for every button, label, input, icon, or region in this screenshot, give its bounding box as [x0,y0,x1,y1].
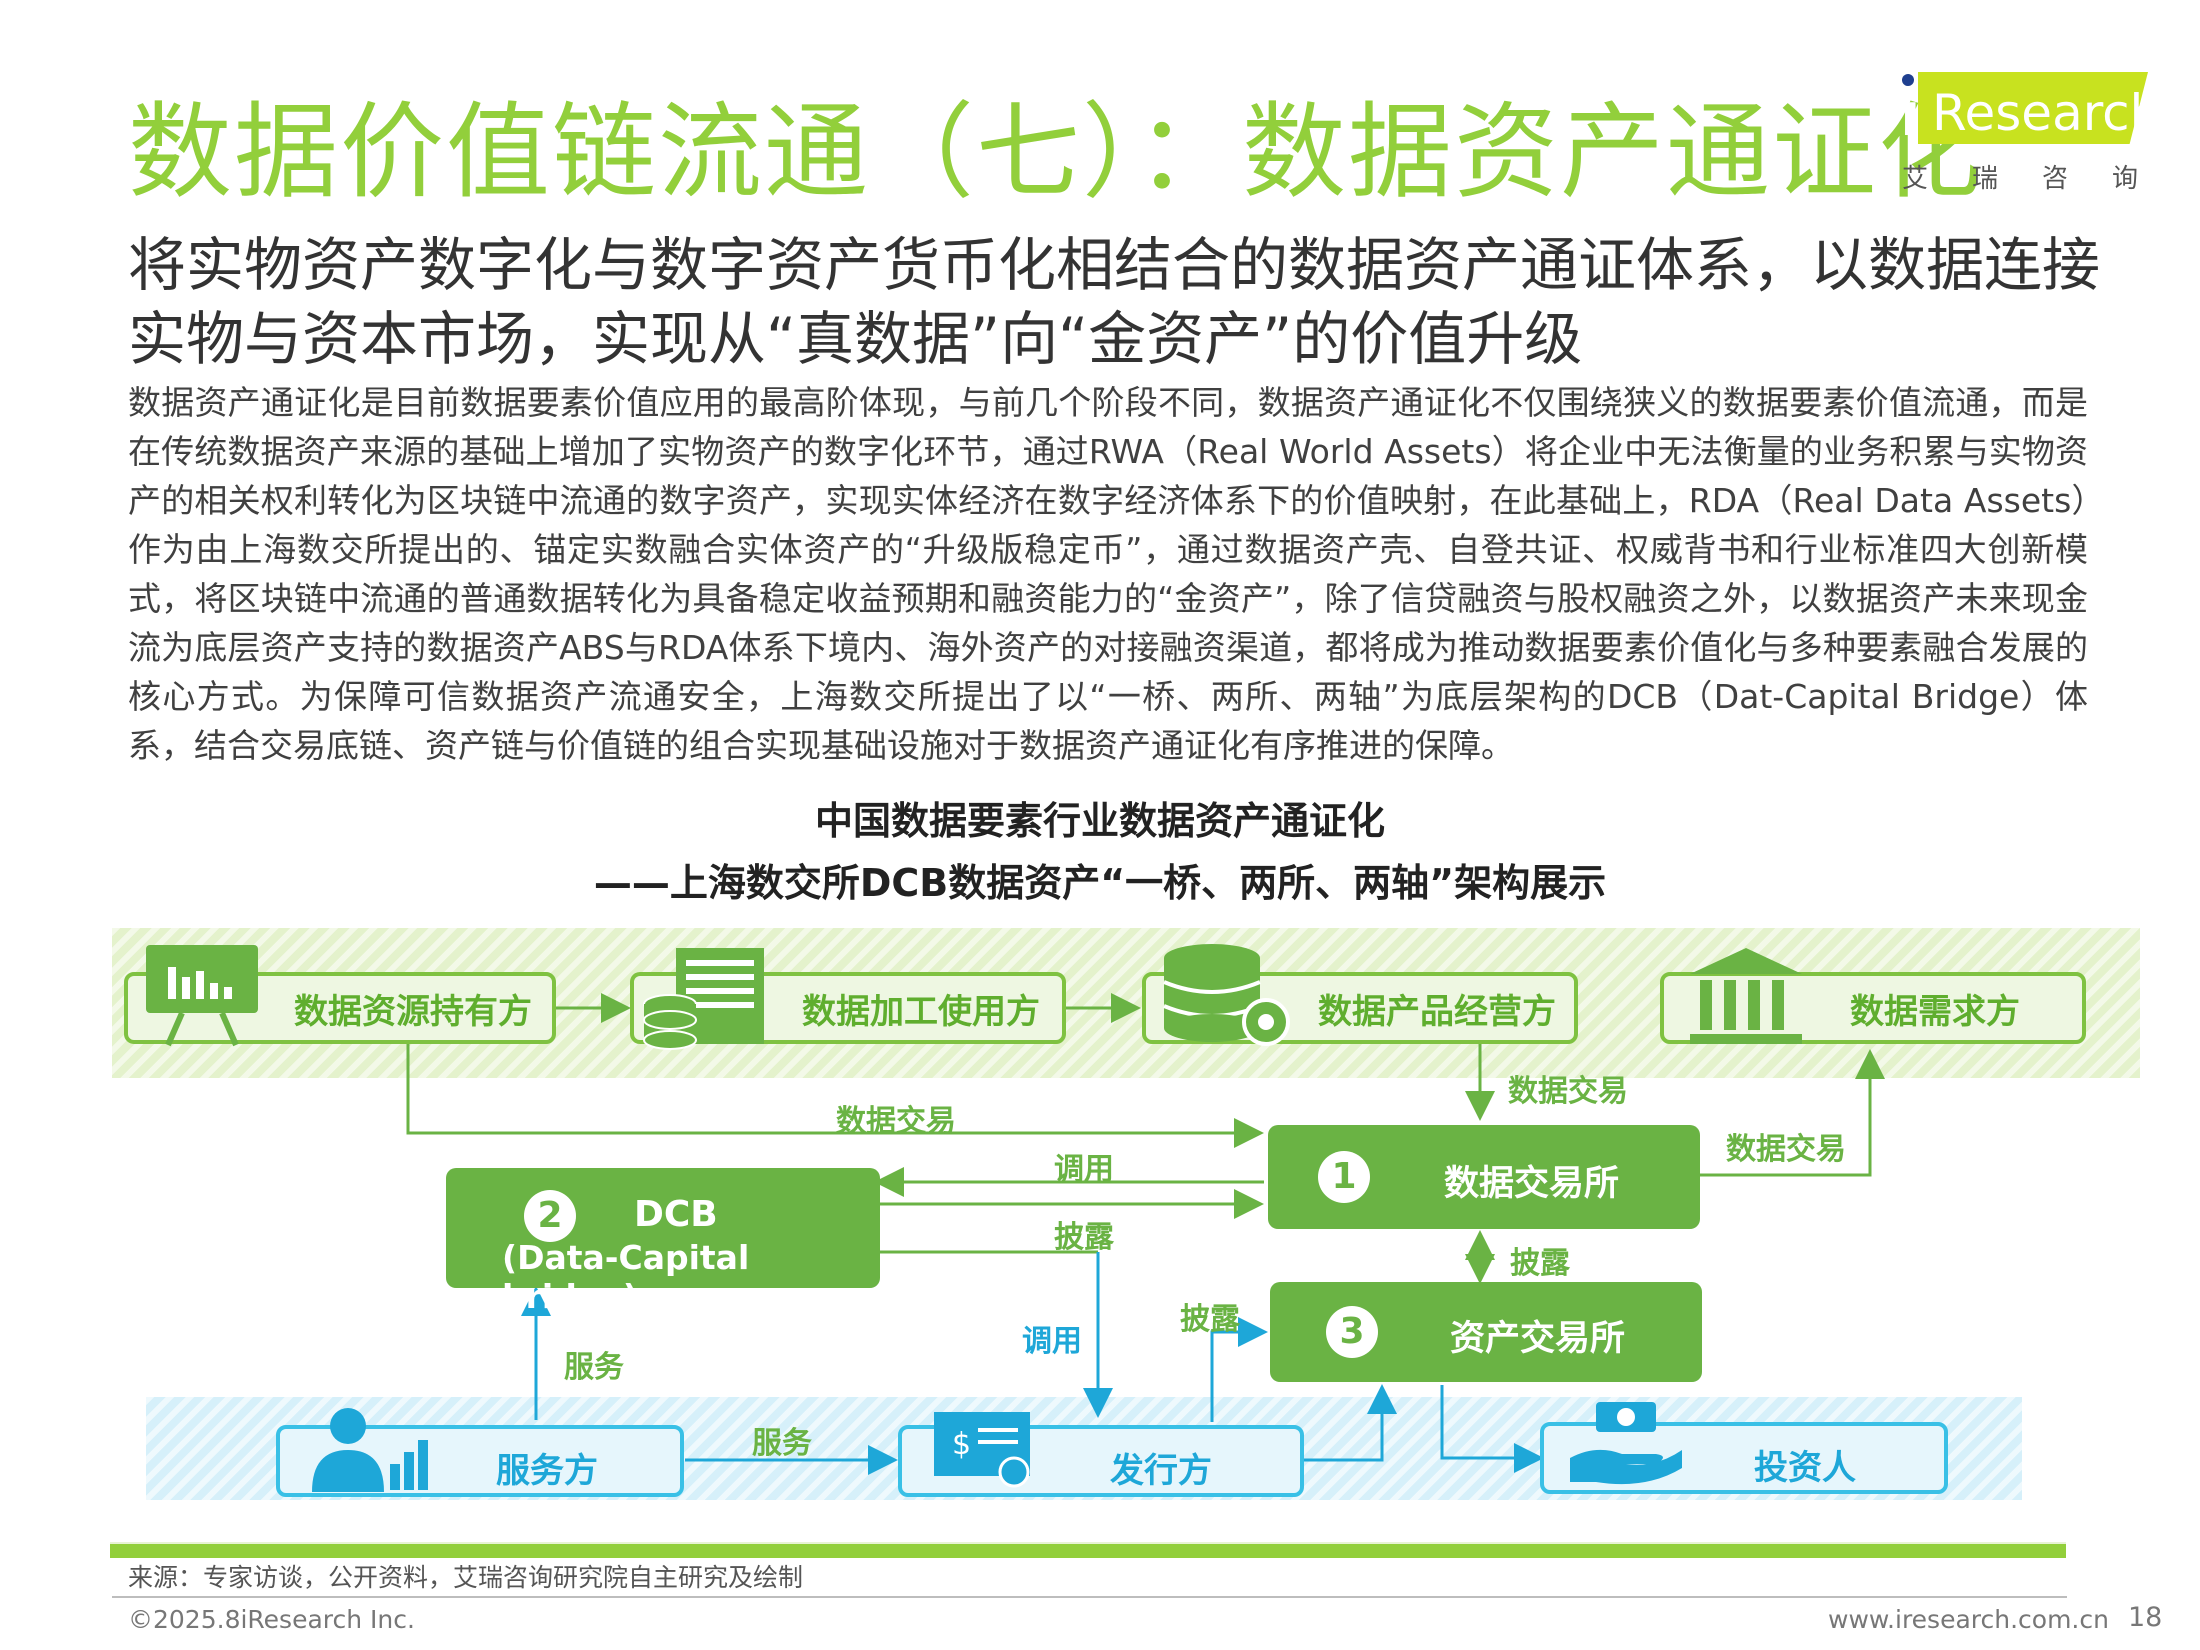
logo-dot [1902,74,1914,86]
money-hand-icon [1566,1398,1686,1492]
page-number: 18 [2128,1602,2163,1633]
arrow-issuer-to-asset [1210,1317,1268,1422]
edge-label-disclose-exchanges: 披露 [1510,1246,1570,1281]
dcb-fullname: (Data-Capital bridge) [502,1238,750,1316]
node-asset-exchange: 3 资产交易所 [1270,1282,1702,1382]
logo-i: i [1900,80,1921,150]
logo-cn: 艾瑞咨询 [1902,164,2183,194]
presentation-chart-icon [142,943,262,1052]
footer-divider [112,1596,2067,1598]
edge-label-call-issuer: 调用 [1022,1324,1082,1359]
copyright: ©2025.8iResearch Inc. [128,1605,415,1634]
asset-exchange-number-badge: 3 [1326,1306,1378,1358]
database-building-icon [640,940,770,1054]
node-data-exchange: 1 数据交易所 [1268,1125,1700,1229]
edge-label-service-issuer: 服务 [752,1426,812,1461]
asset-exchange-name: 资产交易所 [1450,1319,1626,1359]
edge-label-service-dcb: 服务 [564,1350,624,1385]
logo-text: Research [1932,84,2162,142]
page-title: 数据价值链流通（七）：数据资产通证化 [128,91,1985,213]
exchange-number-badge: 1 [1318,1151,1370,1203]
source-note: 来源：专家访谈，公开资料，艾瑞咨询研究院自主研究及绘制 [128,1563,804,1592]
svg-text:$: $ [952,1427,971,1462]
edge-label-data-trade-holder: 数据交易 [836,1104,956,1139]
arrow-holder-to-exchange [406,1044,1264,1148]
node-dcb: 2 DCB (Data-Capital bridge) [446,1168,880,1316]
logo-bar [1918,72,2148,144]
edge-label-data-trade-operator: 数据交易 [1508,1074,1628,1109]
arrow-asset-to-investor [1440,1385,1544,1473]
bank-building-icon [1686,946,1806,1050]
body-paragraph: 数据资产通证化是目前数据要素价值应用的最高阶体现，与前几个阶段不同，数据资产通证… [128,383,2088,765]
diagram-title-line2: ——上海数交所DCB数据资产“一桥、两所、两轴”架构展示 [593,861,1607,905]
businessman-chart-icon [306,1404,436,1498]
edge-label-disclose-dcb: 披露 [1054,1220,1114,1255]
arrow-exchange-to-demand [1698,1049,1885,1177]
edge-label-data-trade-demand: 数据交易 [1726,1132,1846,1167]
arrow-issuer-up [1302,1384,1397,1462]
dcb-number-badge: 2 [524,1190,576,1242]
dcb-name: DCB [634,1194,718,1235]
edge-label-call-exchange: 调用 [1054,1152,1114,1187]
website-link[interactable]: www.iresearch.com.cn [1828,1605,2109,1634]
page-subtitle: 将实物资产数字化与数字资产货币化相结合的数据资产通证体系，以数据连接实物与资本市… [128,231,2101,373]
certificate-icon: $ [930,1406,1050,1500]
platform-base [110,1500,2066,1558]
exchange-name: 数据交易所 [1444,1164,1620,1204]
database-gear-icon [1160,940,1300,1054]
edge-label-disclose-issuer: 披露 [1180,1302,1240,1337]
diagram-title-line1: 中国数据要素行业数据资产通证化 [814,799,1385,843]
iresearch-logo: i Research 艾瑞咨询 [1898,72,2161,202]
node-data-holder: 数据资源持有方 [124,972,556,1044]
